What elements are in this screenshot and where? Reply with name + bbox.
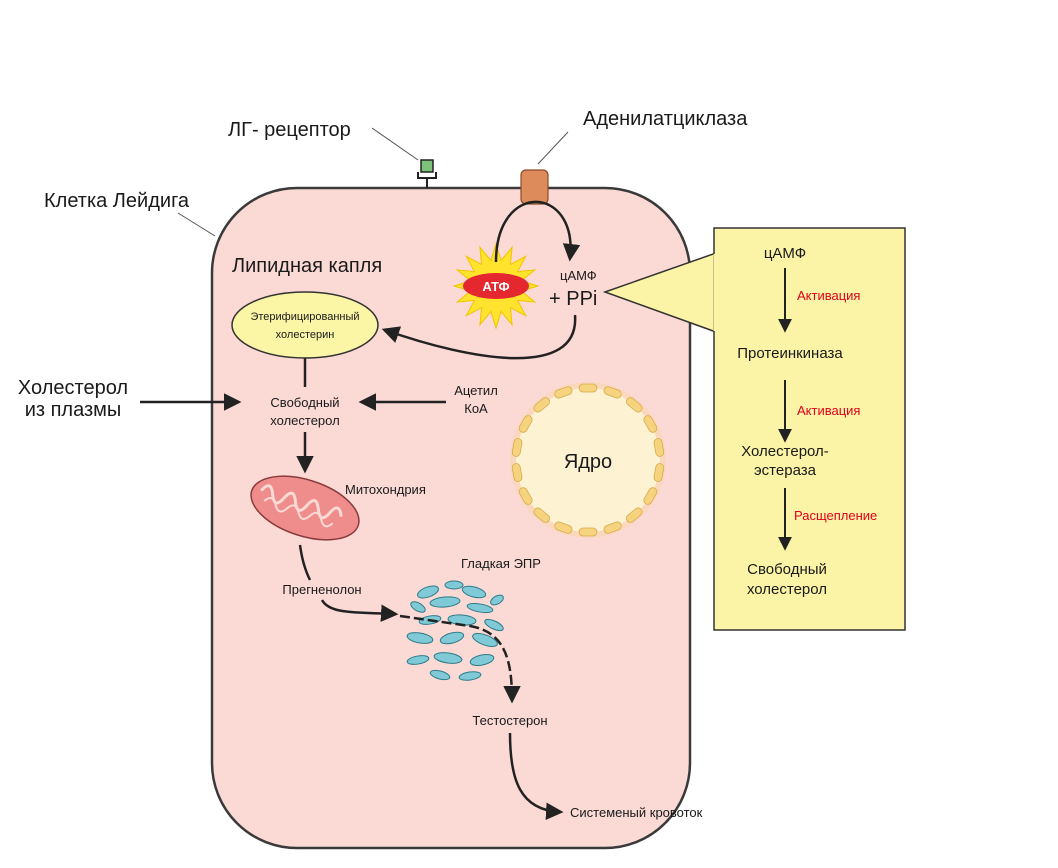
testosterone-label: Тестостерон	[472, 713, 547, 728]
lh-receptor-icon	[417, 159, 437, 188]
nucleus: Ядро	[510, 382, 666, 538]
cascade-activation-2: Активация	[797, 403, 860, 418]
nuclear-envelope-segment	[643, 487, 658, 505]
esterified-cholesterol-label-2: холестерин	[276, 329, 335, 341]
lh-receptor-leader	[371, 127, 419, 161]
adenylate-cyclase-icon	[520, 169, 549, 205]
nucleus-label: Ядро	[564, 451, 612, 473]
atp-burst: АТФ	[452, 242, 540, 330]
nuclear-envelope-segment	[518, 415, 533, 433]
leydig-cell-label: Клетка Лейдига	[44, 190, 190, 212]
testosterone-to-circulation-arrow	[508, 732, 564, 821]
free-cholesterol-label-1: Свободный	[270, 395, 339, 410]
acetyl-coa-label-2: КоА	[464, 401, 488, 416]
nuclear-envelope-segment	[643, 415, 658, 433]
mito-to-pregnenolone-line	[298, 544, 312, 581]
acetyl-coa-label-1: Ацетил	[454, 383, 498, 398]
nuclear-envelope-segment	[533, 507, 550, 523]
smooth-er-label: Гладкая ЭПР	[461, 556, 541, 571]
adenylate-cyclase-label: Аденилатциклаза	[583, 108, 748, 130]
cascade-cholesterol-esterase-1: Холестерол-	[741, 443, 829, 460]
nuclear-envelope-segment	[533, 397, 550, 413]
nuclear-envelope-segment	[518, 487, 533, 505]
cascade-activation-1: Активация	[797, 288, 860, 303]
nuclear-envelope-segment	[554, 521, 573, 534]
nuclear-envelope-segment	[603, 386, 622, 399]
free-cholesterol-label-2: холестерол	[270, 413, 339, 428]
lipid-droplet-label: Липидная капля	[232, 255, 382, 277]
lipid-droplet	[231, 291, 379, 359]
nuclear-envelope-segment	[511, 463, 523, 482]
cascade-cholesterol-esterase-2: эстераза	[754, 462, 817, 479]
plasma-cholesterol-label-1: Холестерол	[18, 377, 128, 399]
cascade-camp: цАМФ	[764, 245, 806, 262]
adenylate-cyclase-leader	[537, 131, 569, 165]
ppi-label: + PPi	[549, 288, 597, 310]
nuclear-envelope-segment	[603, 521, 622, 534]
cascade-cleavage: Расщепление	[794, 508, 877, 523]
nuclear-envelope-segment	[554, 386, 573, 399]
mitochondrion-label: Митохондрия	[345, 482, 426, 497]
cascade-panel	[713, 227, 906, 631]
nuclear-envelope-segment	[653, 463, 665, 482]
esterified-cholesterol-label-1: Этерифицированный	[250, 311, 359, 323]
atp-to-camp-arrow	[494, 200, 581, 263]
leydig-cell-leader	[177, 212, 216, 237]
mitochondrion	[250, 475, 360, 541]
lh-receptor-label: ЛГ- рецептор	[228, 119, 351, 141]
nuclear-envelope-segment	[578, 527, 598, 537]
plasma-cholesterol-label-2: из плазмы	[25, 399, 122, 421]
cascade-protein-kinase: Протеинкиназа	[737, 345, 843, 362]
cascade-free-cholesterol-2: холестерол	[747, 581, 827, 598]
pregnenolone-label: Прегненолон	[282, 582, 361, 597]
nuclear-envelope-segment	[626, 397, 643, 413]
cascade-free-cholesterol-1: Свободный	[747, 561, 827, 578]
nuclear-envelope-segment	[626, 507, 643, 523]
nuclear-envelope-segment	[653, 438, 665, 457]
atp-label: АТФ	[482, 279, 509, 294]
nuclear-envelope-segment	[511, 438, 523, 457]
camp-label: цАМФ	[560, 268, 597, 283]
er-to-testosterone-arrow	[399, 614, 521, 704]
camp-to-droplet-arrow	[381, 314, 577, 360]
systemic-circulation-label: Системеный кровоток	[570, 805, 703, 820]
pregnenolone-to-er-arrow	[320, 599, 399, 622]
smooth-er	[406, 580, 504, 681]
nuclear-envelope-segment	[578, 383, 598, 393]
